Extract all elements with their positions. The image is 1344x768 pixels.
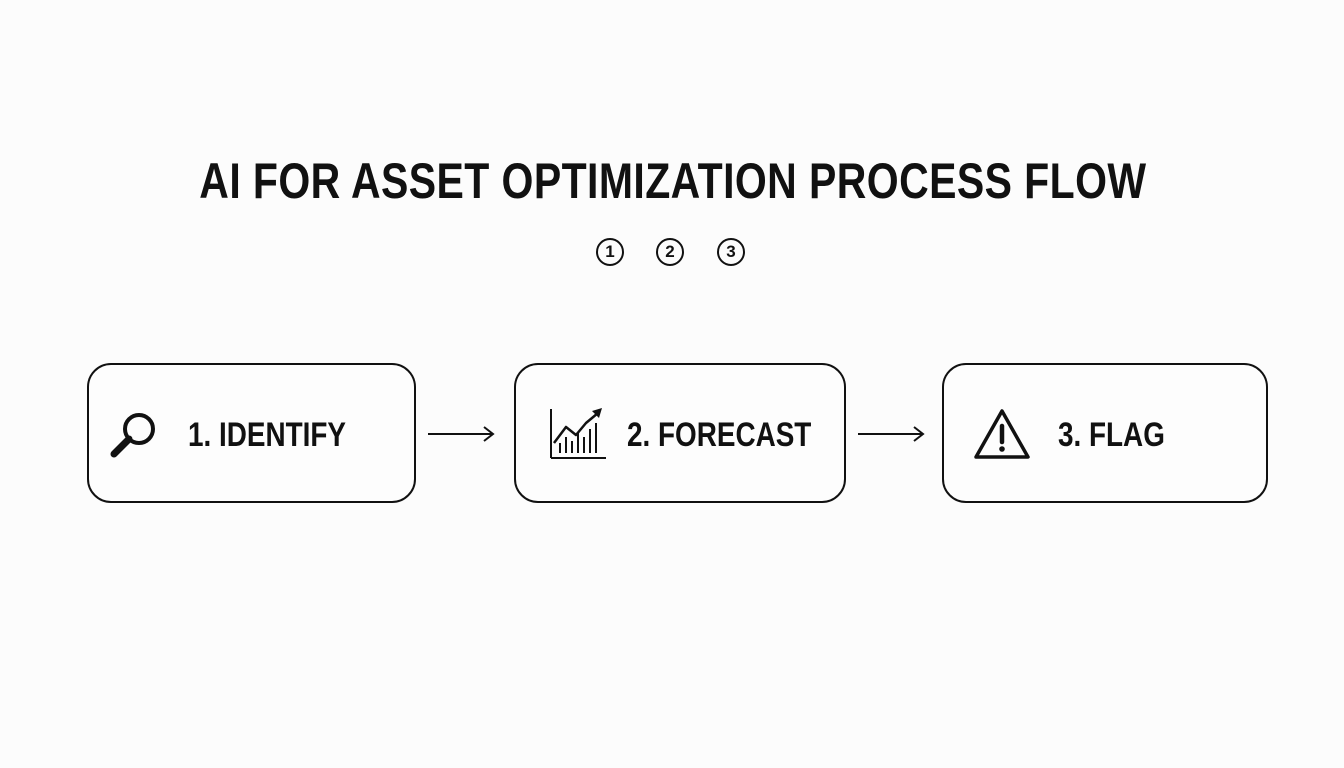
step-label-forecast: 2. FORECAST bbox=[627, 416, 812, 454]
step-label-flag: 3. FLAG bbox=[1058, 416, 1165, 454]
step-label-identify: 1. IDENTIFY bbox=[188, 416, 347, 454]
step-indicator-2: 2 bbox=[656, 238, 684, 266]
trend-chart-icon bbox=[550, 408, 606, 459]
arrow-right-icon bbox=[428, 426, 495, 442]
magnifying-glass-icon bbox=[110, 413, 155, 458]
step-indicators: 1 2 3 bbox=[0, 238, 1344, 272]
step-box-flag: 3. FLAG bbox=[942, 363, 1268, 503]
warning-triangle-icon bbox=[974, 409, 1030, 459]
arrow-right-icon bbox=[858, 426, 925, 442]
step-indicator-1: 1 bbox=[596, 238, 624, 266]
diagram-title: AI FOR ASSET OPTIMIZATION PROCESS FLOW bbox=[199, 153, 1147, 209]
step-box-forecast: 2. FORECAST bbox=[514, 363, 846, 503]
step-indicator-3: 3 bbox=[717, 238, 745, 266]
step-box-identify: 1. IDENTIFY bbox=[87, 363, 416, 503]
